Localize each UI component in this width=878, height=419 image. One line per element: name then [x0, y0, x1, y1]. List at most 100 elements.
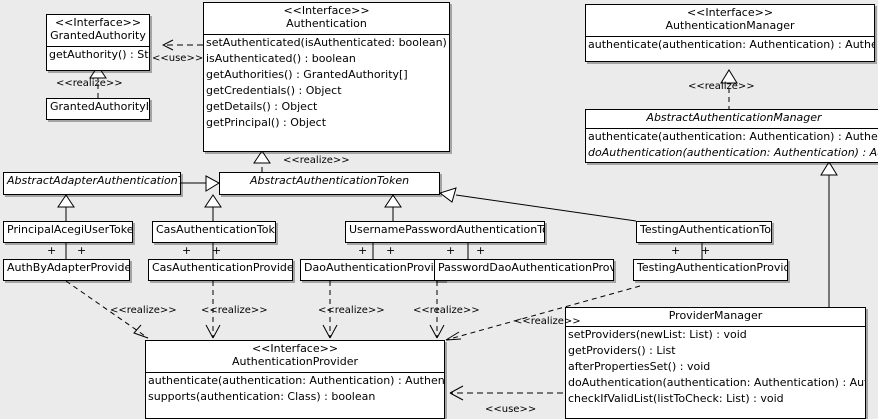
class-header: PasswordDaoAuthenticationProvider: [435, 260, 613, 277]
class-name: PasswordDaoAuthenticationProvider: [438, 261, 613, 274]
class-operations: getAuthority() : String: [47, 47, 149, 63]
operation: setProviders(newList: List) : void: [568, 327, 747, 341]
operation: getProviders() : List: [568, 343, 676, 357]
operation: supports(authentication: Class) : boolea…: [148, 389, 376, 403]
operation: getAuthorities() : GrantedAuthority[]: [206, 67, 408, 81]
class-granted-authority[interactable]: <<Interface>> GrantedAuthority getAuthor…: [46, 14, 150, 71]
operation: setAuthenticated(isAuthenticated: boolea…: [206, 35, 449, 49]
operation: afterPropertiesSet() : void: [568, 359, 711, 373]
class-granted-authority-impl[interactable]: GrantedAuthorityImpl: [46, 98, 150, 120]
operation: getPrincipal() : Object: [206, 115, 327, 129]
class-header: AbstractAdapterAuthenticationToken: [4, 173, 180, 190]
class-stereotype: <<Interface>>: [686, 6, 774, 19]
class-name: CasAuthenticationToken: [156, 223, 276, 236]
multiplicity-marker: +: [671, 244, 681, 257]
class-name: GrantedAuthority: [50, 28, 146, 42]
class-authentication-manager[interactable]: <<Interface>> AuthenticationManager auth…: [585, 4, 875, 62]
class-auth-by-adapter-provider[interactable]: AuthByAdapterProvider: [3, 259, 130, 281]
class-header: <<Interface>> AuthenticationProvider: [146, 341, 444, 373]
class-name: AbstractAuthenticationManager: [646, 111, 822, 124]
operation: getAuthority() : String: [49, 47, 149, 61]
class-password-dao-authentication-provider[interactable]: PasswordDaoAuthenticationProvider: [434, 259, 614, 281]
operation: getDetails() : Object: [206, 99, 318, 113]
edge-realize-abstractauthenticationtoken-authentication: [253, 150, 271, 172]
operation: getCredentials() : Object: [206, 83, 342, 97]
class-header: AuthByAdapterProvider: [4, 260, 129, 277]
operation: authenticate(authentication: Authenticat…: [588, 37, 874, 51]
class-header: CasAuthenticationToken: [153, 222, 275, 239]
class-operations: authenticate(authentication: Authenticat…: [586, 37, 874, 53]
class-operations: authenticate(authentication: Authenticat…: [586, 129, 878, 161]
class-name: AuthenticationManager: [665, 18, 795, 32]
class-stereotype: <<Interface>>: [54, 16, 142, 29]
edge-label-realize-authbyadapterprovider: <<realize>>: [110, 305, 177, 316]
edge-generalization-casauthenticationtoken: [204, 194, 222, 221]
edge-generalization-providermanager-abstractauthenticationmanager: [820, 161, 838, 307]
edge-label-realize-casauthenticationprovider: <<realize>>: [201, 305, 268, 316]
class-header: ProviderManager: [566, 308, 865, 327]
class-operations: authenticate(authentication: Authenticat…: [146, 373, 444, 405]
class-operations: setAuthenticated(isAuthenticated: boolea…: [204, 35, 449, 131]
class-header: AbstractAuthenticationToken: [220, 173, 439, 190]
class-header: PrincipalAcegiUserToken: [4, 222, 132, 239]
multiplicity-marker: +: [701, 244, 711, 257]
edge-label-realize-abstractauthenticationtoken: <<realize>>: [283, 155, 350, 166]
class-username-password-authentication-token[interactable]: UsernamePasswordAuthenticationToken: [345, 221, 545, 243]
edge-generalization-principalacegiusertoken: [57, 194, 75, 221]
class-header: <<Interface>> GrantedAuthority: [47, 15, 149, 47]
class-authentication-provider[interactable]: <<Interface>> AuthenticationProvider aut…: [145, 340, 445, 419]
class-header: GrantedAuthorityImpl: [47, 99, 149, 116]
class-operations: setProviders(newList: List) : void getPr…: [566, 327, 865, 407]
class-cas-authentication-provider[interactable]: CasAuthenticationProvider: [148, 259, 293, 281]
class-name: DaoAuthenticationProvider: [304, 261, 445, 274]
multiplicity-marker: +: [182, 244, 192, 257]
class-testing-authentication-token[interactable]: TestingAuthenticationToken: [636, 221, 772, 243]
operation: doAuthentication(authentication: Authent…: [568, 375, 865, 389]
class-abstract-adapter-authentication-token[interactable]: AbstractAdapterAuthenticationToken: [3, 172, 181, 195]
multiplicity-marker: +: [358, 244, 368, 257]
class-header: CasAuthenticationProvider: [149, 260, 292, 277]
multiplicity-marker: +: [47, 244, 57, 257]
class-name: AbstractAdapterAuthenticationToken: [7, 174, 180, 187]
edge-label-realize-testingauthenticationprovider: <<realize>>: [514, 316, 581, 327]
class-name: TestingAuthenticationToken: [640, 223, 772, 236]
multiplicity-marker: +: [212, 244, 222, 257]
edge-generalization-usernamepasswordauthenticationtoken: [384, 194, 402, 221]
class-abstract-authentication-token[interactable]: AbstractAuthenticationToken: [219, 172, 440, 195]
multiplicity-marker: +: [446, 244, 456, 257]
edge-label-realize-abstractauthenticationmanager: <<realize>>: [688, 81, 755, 92]
class-header: TestingAuthenticationToken: [637, 222, 771, 239]
edge-label-realize-grantedauthorityimpl: <<realize>>: [56, 78, 123, 89]
class-stereotype: <<Interface>>: [251, 342, 339, 355]
edge-label-realize-passworddaoauthenticationprovider: <<realize>>: [413, 305, 480, 316]
class-abstract-authentication-manager[interactable]: AbstractAuthenticationManager authentica…: [585, 109, 878, 163]
class-header: <<Interface>> AuthenticationManager: [586, 5, 874, 37]
class-header: DaoAuthenticationProvider: [301, 260, 444, 277]
class-cas-authentication-token[interactable]: CasAuthenticationToken: [152, 221, 276, 243]
class-name: AuthByAdapterProvider: [7, 261, 130, 274]
class-name: AbstractAuthenticationToken: [249, 174, 410, 187]
class-stereotype: <<Interface>>: [283, 4, 370, 17]
class-name: TestingAuthenticationProvider: [637, 261, 788, 274]
class-name: PrincipalAcegiUserToken: [7, 223, 133, 236]
class-name: ProviderManager: [668, 309, 763, 322]
operation: authenticate(authentication: Authenticat…: [148, 373, 445, 387]
class-name: CasAuthenticationProvider: [152, 261, 293, 274]
edge-generalization-abstractadapter-abstractauthenticationtoken: [181, 175, 221, 192]
operation: doAuthentication(authentication: Authent…: [588, 145, 878, 159]
class-testing-authentication-provider[interactable]: TestingAuthenticationProvider: [633, 259, 788, 281]
class-name: GrantedAuthorityImpl: [50, 100, 149, 113]
class-header: <<Interface>> Authentication: [204, 3, 449, 35]
class-name: UsernamePasswordAuthenticationToken: [349, 223, 544, 236]
class-header: TestingAuthenticationProvider: [634, 260, 787, 277]
class-name: Authentication: [286, 16, 367, 30]
edge-label-use-providermanager-authenticationprovider: <<use>>: [485, 404, 537, 415]
class-principal-acegi-user-token[interactable]: PrincipalAcegiUserToken: [3, 221, 133, 243]
class-dao-authentication-provider[interactable]: DaoAuthenticationProvider: [300, 259, 445, 281]
operation: authenticate(authentication: Authenticat…: [588, 129, 878, 143]
class-provider-manager[interactable]: ProviderManager setProviders(newList: Li…: [565, 307, 866, 419]
class-authentication[interactable]: <<Interface>> Authentication setAuthenti…: [203, 2, 450, 152]
multiplicity-marker: +: [77, 244, 87, 257]
class-header: AbstractAuthenticationManager: [586, 110, 878, 129]
